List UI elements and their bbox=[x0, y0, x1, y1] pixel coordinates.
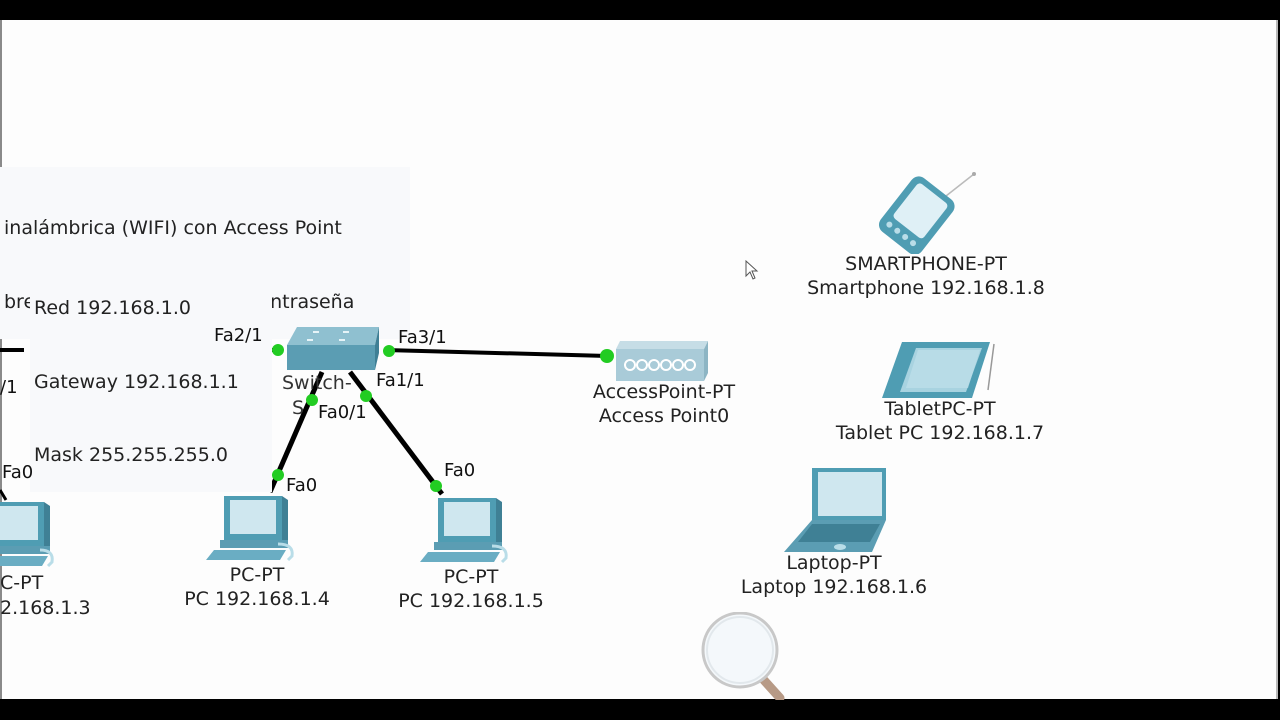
tablet-icon[interactable] bbox=[880, 340, 1000, 400]
port-label-fa1-1: Fa1/1 bbox=[376, 370, 425, 391]
note-network-info[interactable]: Red 192.168.1.0 Gateway 192.168.1.1 Mask… bbox=[30, 247, 272, 492]
note-network-gateway: Gateway 192.168.1.1 bbox=[34, 370, 239, 393]
accesspoint-model: AccessPoint-PT bbox=[592, 381, 736, 403]
accesspoint-name: Access Point0 bbox=[598, 405, 730, 427]
pc3-model: C-PT bbox=[0, 572, 44, 594]
laptop-icon[interactable] bbox=[782, 466, 890, 554]
pc4-label: PC-PT PC 192.168.1.4 bbox=[184, 563, 330, 611]
note-network-mask: Mask 255.255.255.0 bbox=[34, 444, 228, 466]
pc3-name: 2.168.1.3 bbox=[0, 597, 91, 619]
pc-icon-4[interactable] bbox=[204, 494, 304, 566]
pc4-model: PC-PT bbox=[229, 564, 285, 586]
pc-icon-3[interactable] bbox=[0, 500, 56, 572]
switch-icon[interactable] bbox=[283, 325, 383, 373]
smartphone-label: SMARTPHONE-PT Smartphone 192.168.1.8 bbox=[807, 252, 1045, 300]
pc5-model: PC-PT bbox=[443, 566, 499, 588]
port-status-indicators bbox=[272, 344, 614, 492]
tablet-model: TabletPC-PT bbox=[884, 398, 996, 420]
laptop-label: Laptop-PT Laptop 192.168.1.6 bbox=[741, 551, 927, 599]
port-label-pc4-fa0: Fa0 bbox=[286, 475, 318, 496]
port-up-pc4-fa0 bbox=[272, 469, 284, 481]
tablet-name: Tablet PC 192.168.1.7 bbox=[835, 422, 1045, 444]
port-label-fa0-1: Fa0/1 bbox=[318, 402, 367, 423]
smartphone-icon[interactable] bbox=[870, 168, 980, 254]
pc5-name: PC 192.168.1.5 bbox=[398, 590, 544, 612]
port-up-pc5-fa0 bbox=[430, 480, 442, 492]
laptop-model: Laptop-PT bbox=[786, 552, 882, 574]
port-up-fa0-1 bbox=[306, 394, 318, 406]
pc-icon-5[interactable] bbox=[418, 496, 518, 568]
port-up-fa1-1 bbox=[360, 390, 372, 402]
note-title-line1: inalámbrica (WIFI) con Access Point bbox=[4, 217, 342, 239]
smartphone-model: SMARTPHONE-PT bbox=[845, 253, 1007, 275]
port-label-left-router: /1 bbox=[0, 377, 18, 398]
pc5-label: PC-PT PC 192.168.1.5 bbox=[398, 565, 544, 613]
magnifier-icon[interactable] bbox=[700, 612, 790, 700]
tablet-label: TabletPC-PT Tablet PC 192.168.1.7 bbox=[836, 397, 1044, 445]
port-label-pc5-fa0: Fa0 bbox=[444, 460, 476, 481]
switch-label-name: S bbox=[292, 397, 305, 419]
link-switch-fa3-1-accesspoint[interactable] bbox=[384, 348, 609, 358]
port-label-pc3-fa0: Fa0 bbox=[2, 462, 34, 483]
mouse-cursor-icon bbox=[745, 260, 759, 280]
accesspoint-label: AccessPoint-PT Access Point0 bbox=[593, 380, 735, 428]
port-label-fa2-1: Fa2/1 bbox=[214, 325, 263, 346]
pc4-name: PC 192.168.1.4 bbox=[184, 588, 330, 610]
port-up-fa3-1 bbox=[383, 345, 395, 357]
port-up-fa2-1 bbox=[272, 344, 284, 356]
note-network-red: Red 192.168.1.0 bbox=[34, 297, 191, 319]
access-point-icon[interactable] bbox=[614, 337, 712, 383]
port-up-accesspoint bbox=[600, 349, 614, 363]
laptop-name: Laptop 192.168.1.6 bbox=[740, 576, 928, 598]
link-pc3-stub[interactable] bbox=[0, 489, 8, 501]
port-label-fa3-1: Fa3/1 bbox=[398, 327, 447, 348]
switch-label-model: Switch- bbox=[282, 372, 352, 394]
smartphone-name: Smartphone 192.168.1.8 bbox=[807, 277, 1045, 299]
